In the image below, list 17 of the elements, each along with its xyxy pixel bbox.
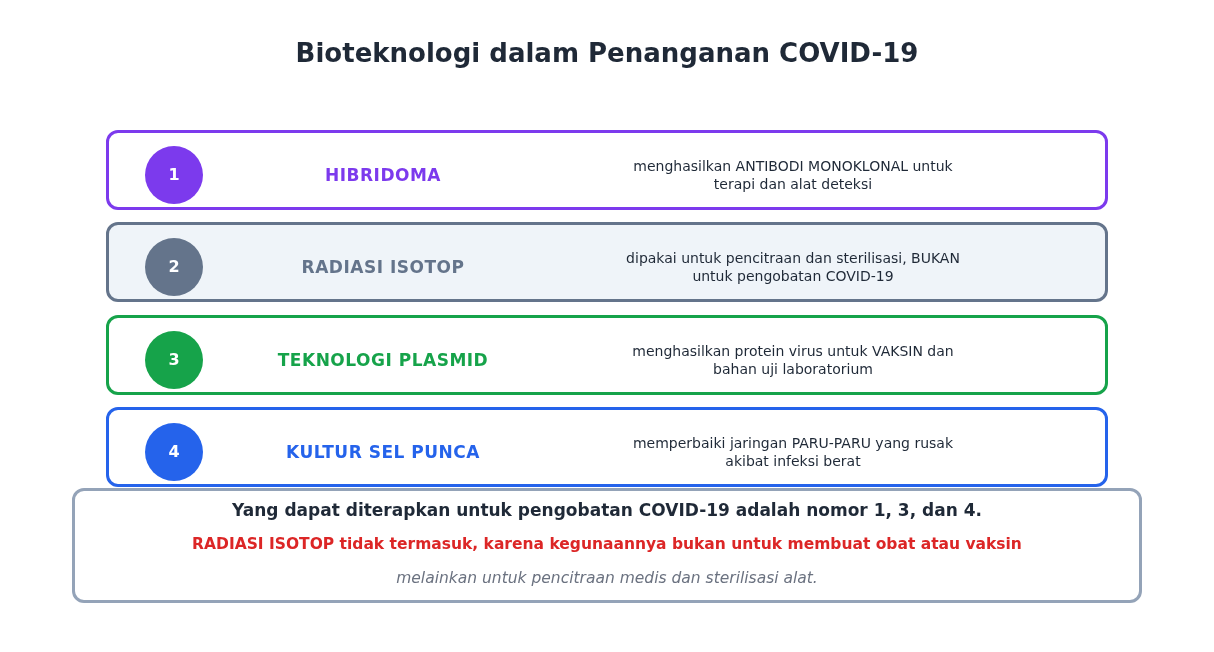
row-description: dipakai untuk pencitraan dan sterilisasi, BUKAN untuk pengobatan COVID-19: [625, 249, 961, 285]
row-title: KULTUR SEL PUNCA: [285, 441, 481, 464]
row-card: [106, 130, 1108, 210]
row-title: HIBRIDOMA: [323, 164, 443, 187]
diagram-title: Bioteknologi dalam Penanganan COVID-19: [294, 37, 920, 70]
row-description: memperbaiki jaringan PARU-PARU yang rusak akibat infeksi berat: [631, 434, 955, 470]
row-card: [106, 222, 1108, 302]
row-title: TEKNOLOGI PLASMID: [276, 349, 490, 372]
row-card: [106, 315, 1108, 395]
note-text: melainkan untuk pencitraan medis dan sterilisasi alat.: [396, 568, 818, 589]
row-title: RADIASI ISOTOP: [300, 256, 466, 279]
note-text: Yang dapat diterapkan untuk pengobatan COVID-19 adalah nomor 1, 3, dan 4.: [231, 499, 983, 521]
row-description: menghasilkan ANTIBODI MONOKLONAL untuk terapi dan alat deteksi: [632, 157, 954, 193]
row-card: [106, 407, 1108, 487]
row-description: menghasilkan protein virus untuk VAKSIN dan bahan uji laboratorium: [631, 342, 955, 378]
note-text: RADIASI ISOTOP tidak termasuk, karena kegunaannya bukan untuk membuat obat atau vaksin: [192, 534, 1022, 555]
conclusion-card: [72, 488, 1142, 603]
